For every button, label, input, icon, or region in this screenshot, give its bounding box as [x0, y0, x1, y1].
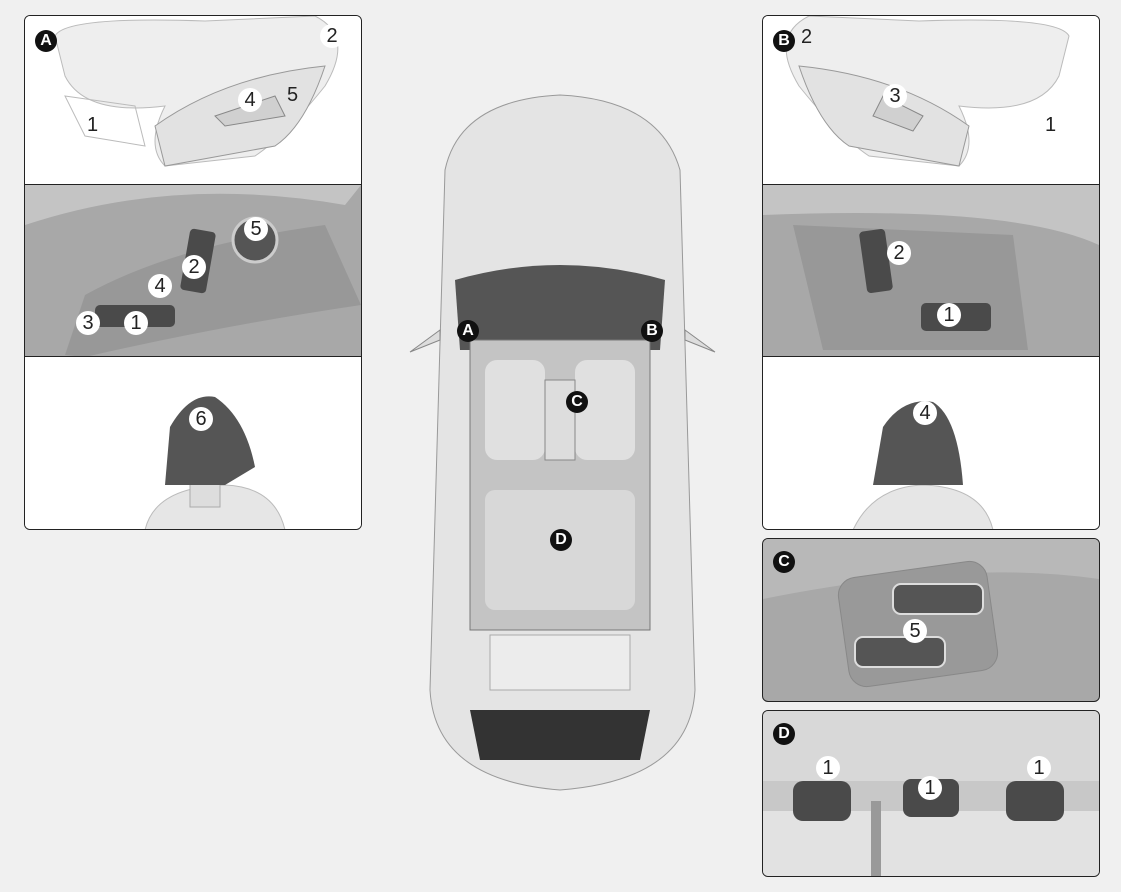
callout-3: 3 [76, 311, 100, 335]
passenger-seat-illustration [785, 16, 1070, 167]
headrest-illustration [144, 396, 286, 529]
callout-2: 2 [801, 26, 813, 48]
badge-b: B [773, 30, 795, 52]
callout-2: 2 [887, 241, 911, 265]
panel-d-rear-headrests: D 1 1 1 [762, 710, 1100, 877]
callout-1: 1 [937, 303, 961, 327]
rear-switch-illustration [763, 539, 1099, 688]
badge-a: A [35, 30, 57, 52]
panel-a-seat-side-view: A 2 4 5 1 [25, 16, 361, 184]
badge-c-car: C [566, 391, 588, 413]
callout-5: 5 [903, 619, 927, 643]
callout-4: 4 [913, 401, 937, 425]
car-top-view [409, 94, 716, 791]
panel-c-rear-seat-switches: C 5 [762, 538, 1100, 702]
callout-1-center: 1 [918, 776, 942, 800]
callout-1: 1 [124, 311, 148, 335]
callout-3: 3 [883, 84, 907, 108]
callout-1-right: 1 [1027, 756, 1051, 780]
callout-2: 2 [182, 255, 206, 279]
badge-b-car: B [641, 320, 663, 342]
seat-switch-illustration [763, 185, 1099, 350]
driver-seat-illustration [54, 16, 339, 167]
panel-a-seat-switches: 5 2 4 3 1 [25, 184, 361, 357]
callout-1: 1 [87, 114, 99, 136]
badge-d: D [773, 723, 795, 745]
callout-5: 5 [244, 217, 268, 241]
callout-6: 6 [189, 407, 213, 431]
panel-b-headrest: 4 [763, 356, 1099, 529]
panel-b-seat-switches: 2 1 [763, 184, 1099, 357]
callout-5: 5 [287, 84, 299, 106]
badge-d-car: D [550, 529, 572, 551]
badge-a-car: A [457, 320, 479, 342]
panel-b-seat-side-view: B 2 3 1 [763, 16, 1099, 184]
badge-c: C [773, 551, 795, 573]
panel-a-headrest: 6 [25, 356, 361, 529]
headrest-illustration [852, 401, 994, 529]
callout-4: 4 [148, 274, 172, 298]
panel-b-passenger-seat: B 2 3 1 2 1 4 [762, 15, 1100, 530]
panel-a-driver-seat: A 2 4 5 1 5 2 4 3 1 [24, 15, 362, 530]
callout-1: 1 [1045, 114, 1057, 136]
callout-2: 2 [320, 24, 344, 48]
callout-1-left: 1 [816, 756, 840, 780]
callout-4: 4 [238, 88, 262, 112]
